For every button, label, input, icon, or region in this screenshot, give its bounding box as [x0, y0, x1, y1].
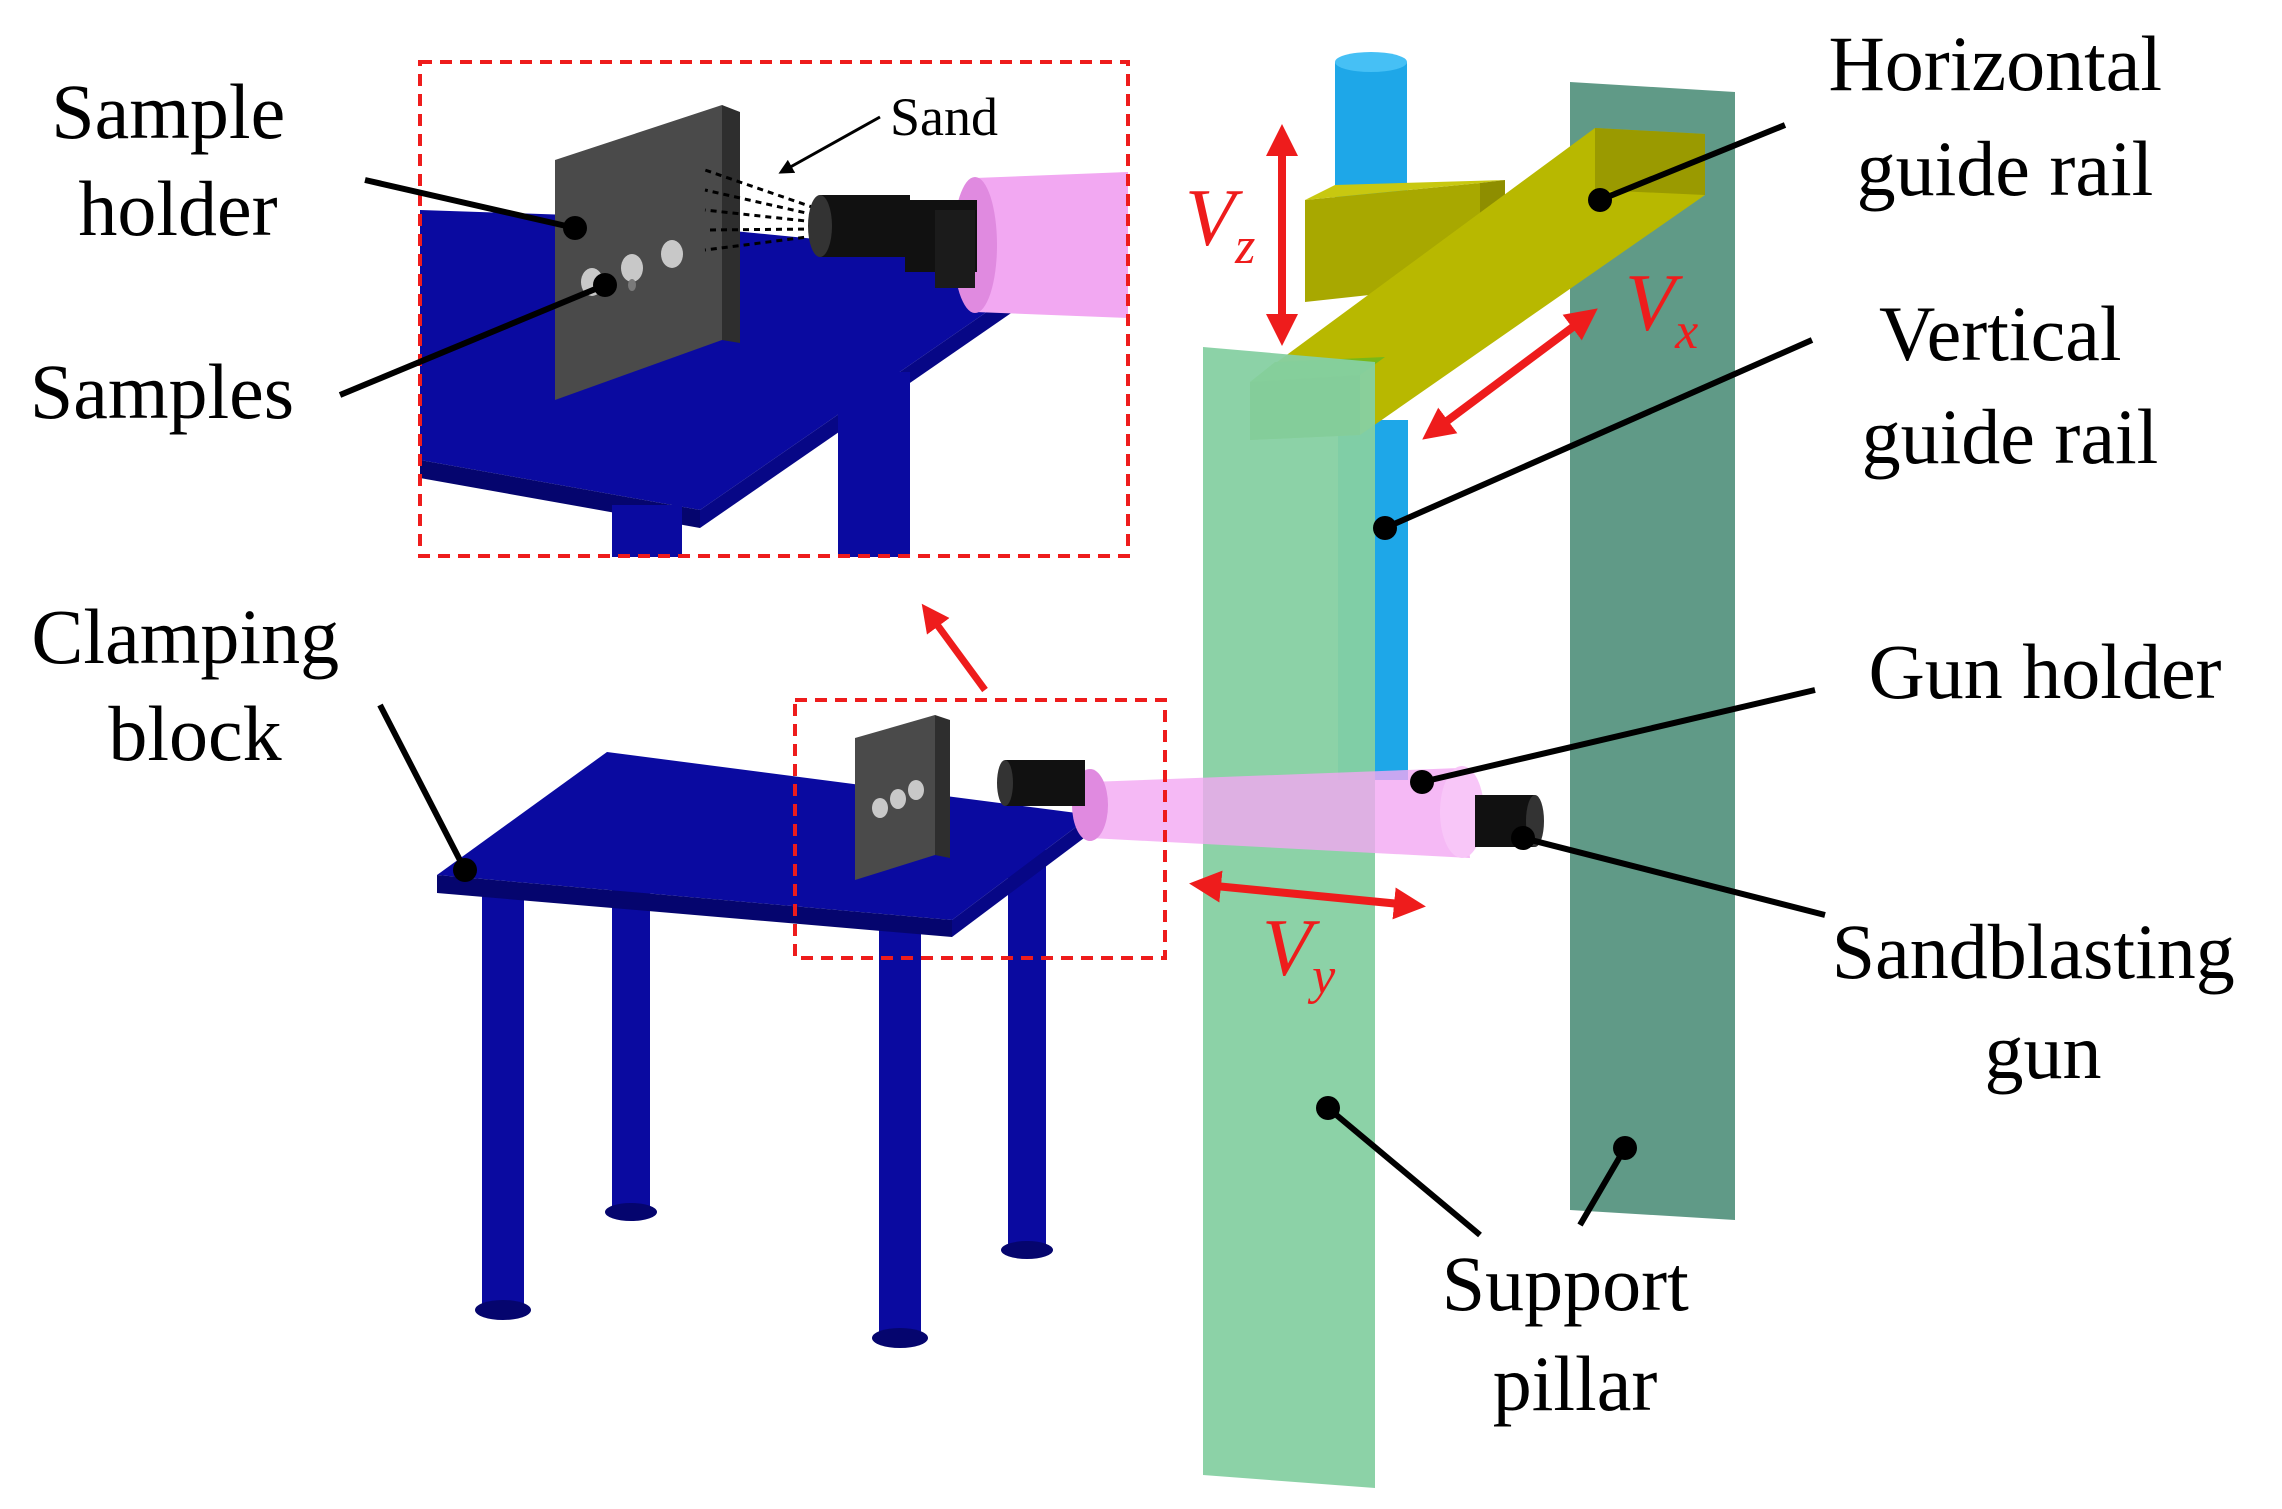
label-horizontal-guide-rail: Horizontal guide rail	[1828, 20, 2181, 212]
leader-samples	[338, 273, 617, 398]
label-sandblasting-gun: Sandblasting gun	[1832, 908, 2255, 1095]
sandblasting-gun	[997, 760, 1544, 858]
sand-spray	[704, 168, 816, 252]
clamping-table	[437, 752, 1092, 1348]
leader-horizontal-guide-rail	[1588, 122, 1787, 212]
back-support-pillar	[1570, 82, 1735, 1220]
leader-support-pillar-front	[1316, 1096, 1482, 1238]
label-support-pillar: Support pillar	[1442, 1240, 1709, 1427]
leader-clamping-block	[377, 703, 477, 882]
label-sand: Sand	[890, 87, 998, 147]
leader-vertical-guide-rail	[1373, 337, 1814, 540]
label-gun-holder: Gun holder	[1868, 628, 2221, 715]
zoom-link-arrow	[921, 603, 988, 693]
leader-support-pillar-back	[1577, 1136, 1637, 1227]
vz-label: Vz	[1185, 172, 1255, 275]
sample-holder-plate	[855, 715, 950, 880]
vx-arrow	[1422, 308, 1598, 440]
leader-sand	[778, 115, 881, 174]
leader-sample-holder	[364, 177, 587, 240]
zoom-region-frame	[793, 698, 1167, 960]
label-clamping-block: Clamping block	[31, 593, 358, 777]
leader-gun-holder	[1410, 687, 1816, 794]
vy-label: Vy	[1262, 902, 1336, 1005]
vy-arrow	[1189, 870, 1426, 920]
label-vertical-guide-rail: Vertical guide rail	[1862, 290, 2159, 480]
label-samples: Samples	[30, 348, 294, 435]
leader-sandblasting-gun	[1511, 826, 1826, 918]
label-sample-holder: Sample holder	[51, 68, 304, 252]
vx-label: Vx	[1625, 257, 1698, 360]
zoom-inset	[418, 60, 1130, 558]
